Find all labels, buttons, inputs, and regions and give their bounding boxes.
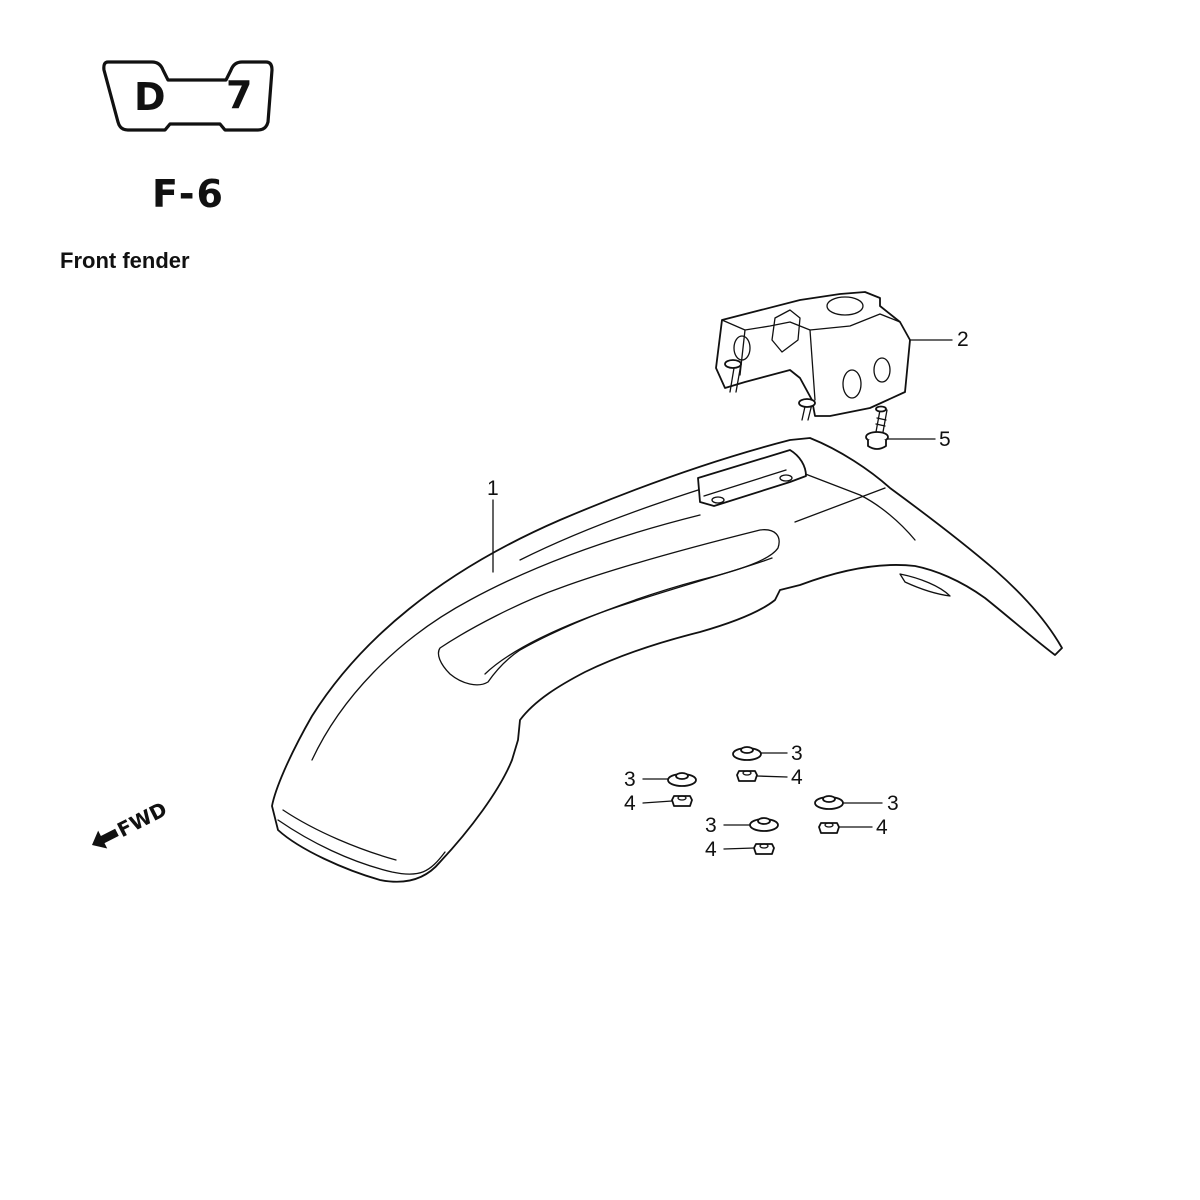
- washer-nut-set-top: [732, 746, 762, 782]
- callout-2: 2: [957, 328, 969, 351]
- callout-3-top: 3: [791, 742, 803, 765]
- badge-number: 7: [226, 73, 252, 117]
- forward-label: FWD: [113, 797, 171, 842]
- forward-direction-indicator: FWD: [92, 797, 171, 849]
- callout-3-center: 3: [705, 814, 717, 837]
- washer-nut-set-center: [749, 817, 779, 855]
- callout-3-right: 3: [887, 792, 899, 815]
- callout-4-top: 4: [791, 766, 803, 789]
- badge-letter: D: [134, 75, 166, 119]
- washer-nut-set-left: [667, 772, 697, 807]
- callout-5: 5: [939, 428, 951, 451]
- callout-4-left: 4: [624, 792, 636, 815]
- fender-bracket: [715, 291, 911, 421]
- front-fender: [271, 437, 1063, 883]
- callouts: 1 2 5 3 4 3 4 3 4 3 4: [487, 328, 969, 861]
- callout-3-left: 3: [624, 768, 636, 791]
- leader-lines: [492, 339, 953, 850]
- callout-4-right: 4: [876, 816, 888, 839]
- callout-1: 1: [487, 477, 499, 500]
- page-title: Front fender: [60, 248, 190, 273]
- forward-arrow-icon: [92, 828, 119, 849]
- section-code: F-6: [152, 172, 225, 216]
- callout-4-center: 4: [705, 838, 717, 861]
- flange-bolt: [865, 405, 889, 450]
- section-badge: D 7: [102, 60, 274, 132]
